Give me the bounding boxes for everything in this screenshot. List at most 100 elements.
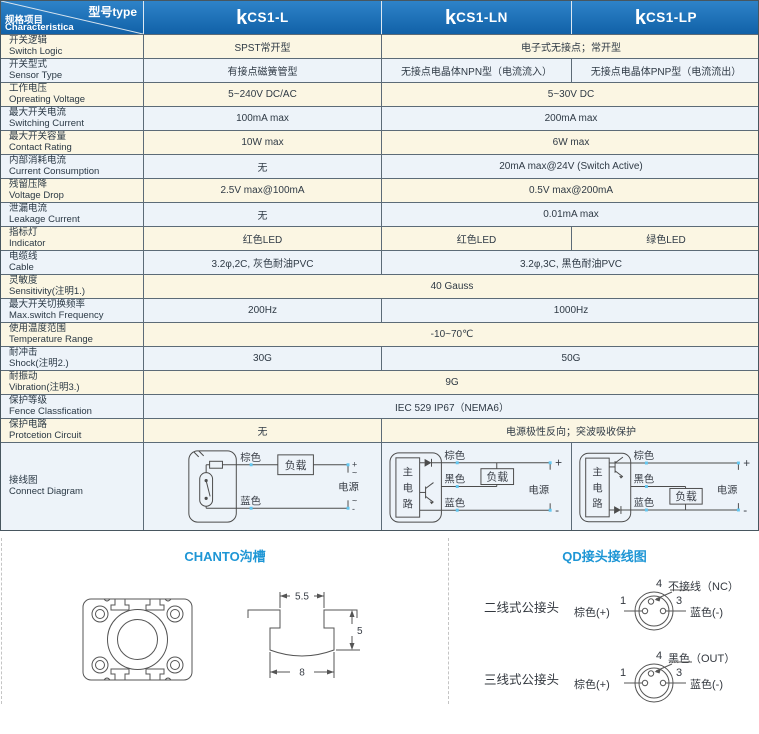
spec-value: 0.5V max@200mA — [381, 179, 759, 202]
pin1-number: 1 — [620, 595, 627, 607]
connector-3wire-label: 三线式公接头 — [484, 673, 560, 687]
spec-value: 2.5V max@100mA — [143, 179, 381, 202]
wire-black-label: 黑色 — [634, 473, 655, 486]
spec-value: 红色LED — [143, 227, 381, 250]
header-corner-cell: 型号type 规格项目 Characteristica — [1, 1, 143, 34]
spec-value: 绿色LED — [571, 227, 759, 250]
pin3-number: 3 — [676, 667, 683, 679]
pin1-label: 棕色(+) — [574, 679, 610, 691]
power-label: 电源 — [717, 483, 738, 496]
main-circuit-char: 主 — [592, 467, 602, 479]
spec-value: 0.01mA max — [381, 203, 759, 226]
pin4-number: 4 — [656, 578, 663, 590]
power-label: 电源 — [528, 483, 549, 496]
spec-value: 红色LED — [381, 227, 571, 250]
spec-value: 电源极性反向；突波吸收保护 — [381, 419, 759, 442]
spec-value: 无接点电晶体NPN型（电流流入） — [381, 59, 571, 82]
spec-value: 200mA max — [381, 107, 759, 130]
connector-2wire-drawing — [624, 589, 692, 631]
main-circuit-char: 路 — [592, 497, 602, 510]
spec-value: IEC 529 IP67（NEMA6） — [143, 395, 759, 418]
spec-value: -10~70℃ — [143, 323, 759, 346]
terminal-minus: - — [352, 504, 355, 514]
wire-brown-label: 棕色 — [634, 449, 655, 462]
terminal-plus: + — [743, 457, 750, 470]
corner-label-item-cn: 规格项目 — [5, 15, 44, 26]
pin3-label: 蓝色(-) — [690, 607, 723, 619]
spec-value: 有接点磁簧管型 — [143, 59, 381, 82]
spec-value: 100mA max — [143, 107, 381, 130]
load-label: 负载 — [285, 458, 307, 472]
spec-value: 200Hz — [143, 299, 381, 322]
wiring-diagram-kcs1-l: 棕色 蓝色 负载 电源 + ~ ~ - — [143, 443, 381, 530]
connect-diagram-row: 接线图 Connect Diagram — [1, 442, 758, 530]
terminal-plus: + — [352, 460, 357, 470]
spec-value: 5~240V DC/AC — [143, 83, 381, 106]
spec-value: 50G — [381, 347, 759, 370]
spec-value: 3.2φ,2C, 灰色耐油PVC — [143, 251, 381, 274]
wire-blue-label: 蓝色 — [240, 494, 261, 507]
spec-value: 无 — [143, 155, 381, 178]
spec-value: 40 Gauss — [143, 275, 759, 298]
spec-value: 10W max — [143, 131, 381, 154]
pin1-number: 1 — [620, 667, 627, 679]
spec-value: SPST常开型 — [143, 35, 381, 58]
pin3-number: 3 — [676, 595, 683, 607]
spec-value: 1000Hz — [381, 299, 759, 322]
connector-3wire-drawing — [624, 661, 692, 703]
load-label: 负载 — [486, 470, 508, 484]
groove-profile-drawing: 5.5 5 8 — [247, 592, 363, 679]
diagonal-divider — [1, 1, 143, 34]
spec-value: 30G — [143, 347, 381, 370]
dashed-divider-middle — [448, 538, 449, 704]
wire-blue-label: 蓝色 — [444, 496, 465, 509]
wiring-diagram-kcs1-lp: 主 电 路 棕色 黑色 蓝色 负载 电源 + - — [571, 443, 758, 530]
corner-label-type: 型号type — [88, 5, 137, 19]
wire-brown-label: 棕色 — [444, 449, 465, 462]
groove-dim-width: 8 — [299, 668, 305, 679]
spec-value: 无接点电晶体PNP型（电流流出） — [571, 59, 759, 82]
terminal-plus: + — [555, 456, 562, 470]
load-label: 负载 — [675, 490, 697, 503]
wire-brown-label: 棕色 — [240, 451, 261, 464]
spec-value: 无 — [143, 203, 381, 226]
spec-label: 接线图 Connect Diagram — [9, 475, 83, 497]
groove-dim-opening: 5.5 — [295, 592, 309, 603]
terminal-tilde-top: ~ — [352, 468, 357, 478]
pin3-label: 蓝色(-) — [690, 679, 723, 691]
